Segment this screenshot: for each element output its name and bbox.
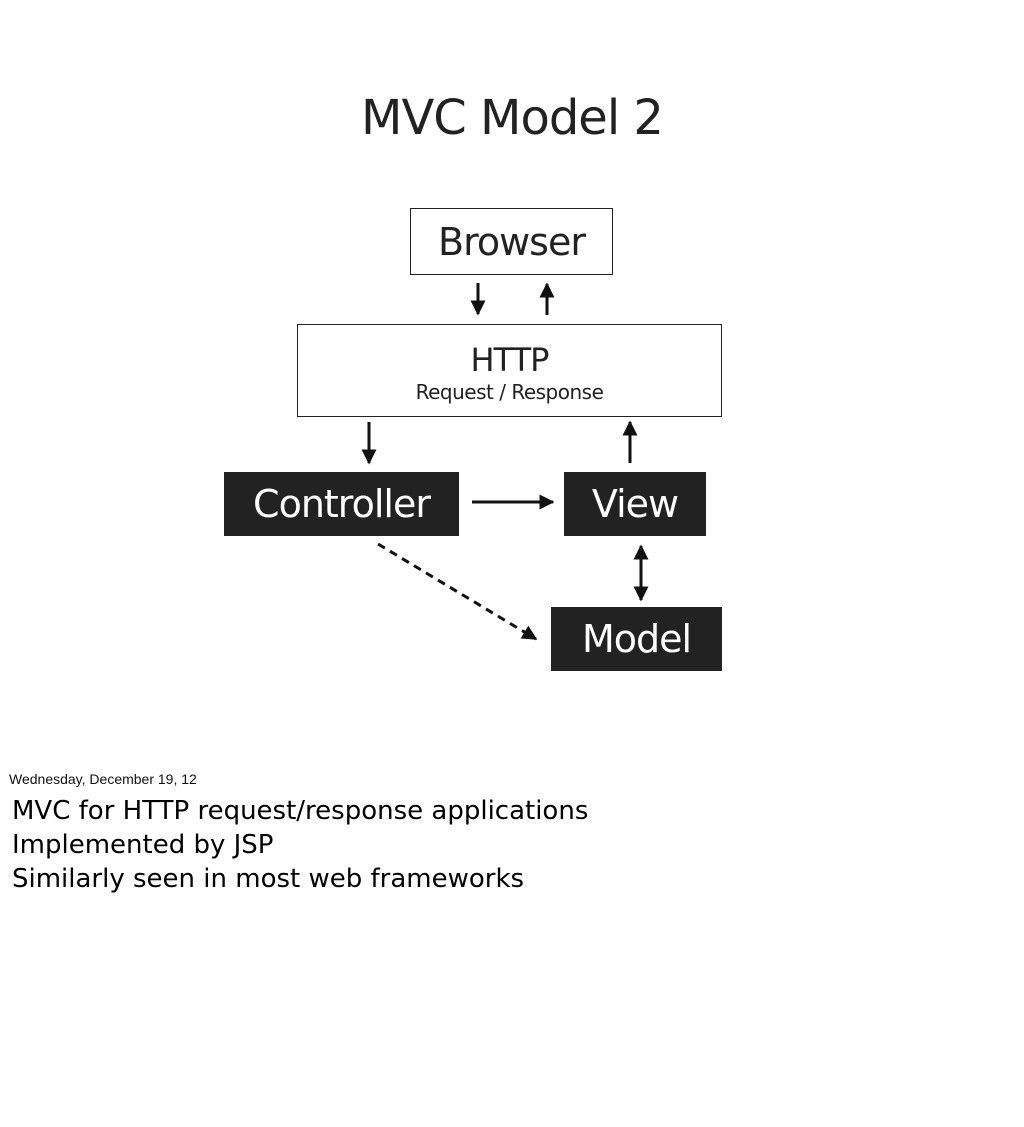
view-label: View: [591, 482, 679, 526]
browser-node: Browser: [410, 208, 613, 275]
http-title: HTTP: [470, 340, 550, 379]
http-node: HTTP Request / Response: [297, 324, 722, 417]
model-node: Model: [551, 607, 722, 671]
arrow-controller-to-model-dashed: [377, 542, 538, 641]
presenter-notes: MVC for HTTP request/response applicatio…: [12, 794, 588, 896]
note-line: Implemented by JSP: [12, 830, 274, 860]
presenter-notes-date: Wednesday, December 19, 12: [9, 771, 197, 787]
controller-label: Controller: [253, 482, 431, 526]
browser-label: Browser: [438, 219, 586, 264]
view-node: View: [564, 472, 706, 536]
http-subtitle: Request / Response: [415, 379, 604, 404]
controller-node: Controller: [224, 472, 459, 536]
slide-title: MVC Model 2: [361, 90, 664, 146]
note-line: Similarly seen in most web frameworks: [12, 864, 525, 894]
note-line: MVC for HTTP request/response applicatio…: [12, 796, 589, 826]
model-label: Model: [581, 617, 692, 661]
